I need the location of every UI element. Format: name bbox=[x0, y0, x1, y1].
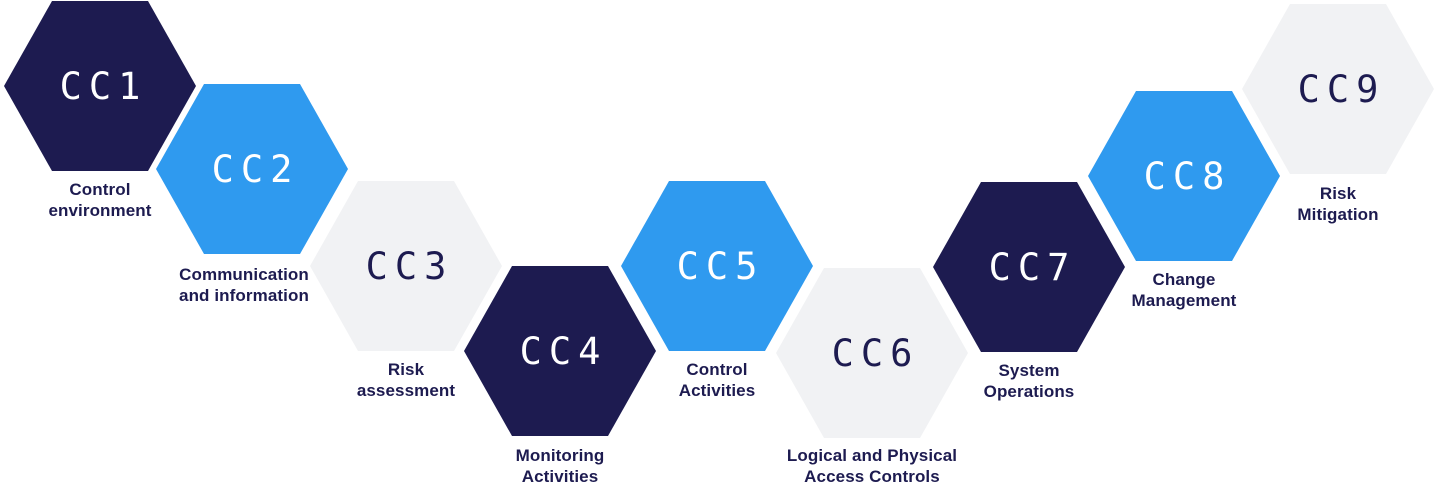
hexagon-cc8-label-line1: Change bbox=[1152, 270, 1216, 289]
hexagon-cc5: CC5 bbox=[621, 181, 813, 351]
hexagon-cc3-label-line1: Risk bbox=[387, 360, 425, 379]
hexagon-cc3: CC3 bbox=[310, 181, 502, 351]
hexagon-cc7-label-line1: System bbox=[998, 361, 1060, 380]
hexagon-cc3-label-line2: assessment bbox=[356, 381, 456, 400]
hexagon-cc2-label: Communication and information bbox=[114, 264, 374, 306]
hexagon-cc9-code: CC9 bbox=[1297, 67, 1386, 111]
hexagon-cc6-label-line1: Logical and Physical bbox=[786, 446, 958, 465]
hexagon-cc9-label: Risk Mitigation bbox=[1208, 183, 1436, 225]
hexagon-cc8-label-line2: Management bbox=[1131, 291, 1237, 310]
hexagon-cc6: CC6 bbox=[776, 268, 968, 438]
hexagon-cc5-label: Control Activities bbox=[587, 359, 847, 401]
hexagon-cc8: CC8 bbox=[1088, 91, 1280, 261]
hexagon-cc4: CC4 bbox=[464, 266, 656, 436]
hexagon-cc6-label: Logical and Physical Access Controls bbox=[742, 445, 1002, 487]
hexagon-cc4-label-line2: Activities bbox=[521, 467, 599, 486]
hexagon-cc1-label-line2: environment bbox=[48, 201, 152, 220]
hexagon-cc9-label-line2: Mitigation bbox=[1297, 205, 1379, 224]
hexagon-cc4-code: CC4 bbox=[519, 329, 608, 373]
hexagon-cc5-code: CC5 bbox=[676, 244, 765, 288]
hexagon-cc9: CC9 bbox=[1242, 4, 1434, 174]
hexagon-cc8-code: CC8 bbox=[1143, 154, 1232, 198]
hexagon-cc1-label: Control environment bbox=[0, 179, 230, 221]
hexagon-cc6-code: CC6 bbox=[831, 331, 920, 375]
hexagon-cc1-label-line1: Control bbox=[69, 180, 131, 199]
hexagon-cc3-code: CC3 bbox=[365, 244, 454, 288]
hexagon-cc2-label-line2: and information bbox=[179, 286, 309, 305]
hexagon-cc9-label-line1: Risk bbox=[1319, 184, 1357, 203]
hexagon-cc3-label: Risk assessment bbox=[276, 359, 536, 401]
hexagon-cc7-label: System Operations bbox=[899, 360, 1159, 402]
hexagon-cc7-code: CC7 bbox=[988, 245, 1077, 289]
hexagon-cc5-label-line2: Activities bbox=[678, 381, 756, 400]
hexagon-cc6-label-line2: Access Controls bbox=[804, 467, 940, 486]
hexagon-cc7: CC7 bbox=[933, 182, 1125, 352]
hexagon-cc2: CC2 bbox=[156, 84, 348, 254]
hexagon-cc2-code: CC2 bbox=[211, 147, 300, 191]
hexagon-cc5-label-line1: Control bbox=[686, 360, 748, 379]
hexagon-cc1-code: CC1 bbox=[59, 64, 148, 108]
hexagon-cc4-label: Monitoring Activities bbox=[430, 445, 690, 487]
hexagon-cc7-label-line2: Operations bbox=[983, 382, 1075, 401]
hexagon-cc4-label-line1: Monitoring bbox=[515, 446, 605, 465]
hexagon-cc2-label-line1: Communication bbox=[179, 265, 309, 284]
hexagon-cc1: CC1 bbox=[4, 1, 196, 171]
hexagon-cc8-label: Change Management bbox=[1054, 269, 1314, 311]
